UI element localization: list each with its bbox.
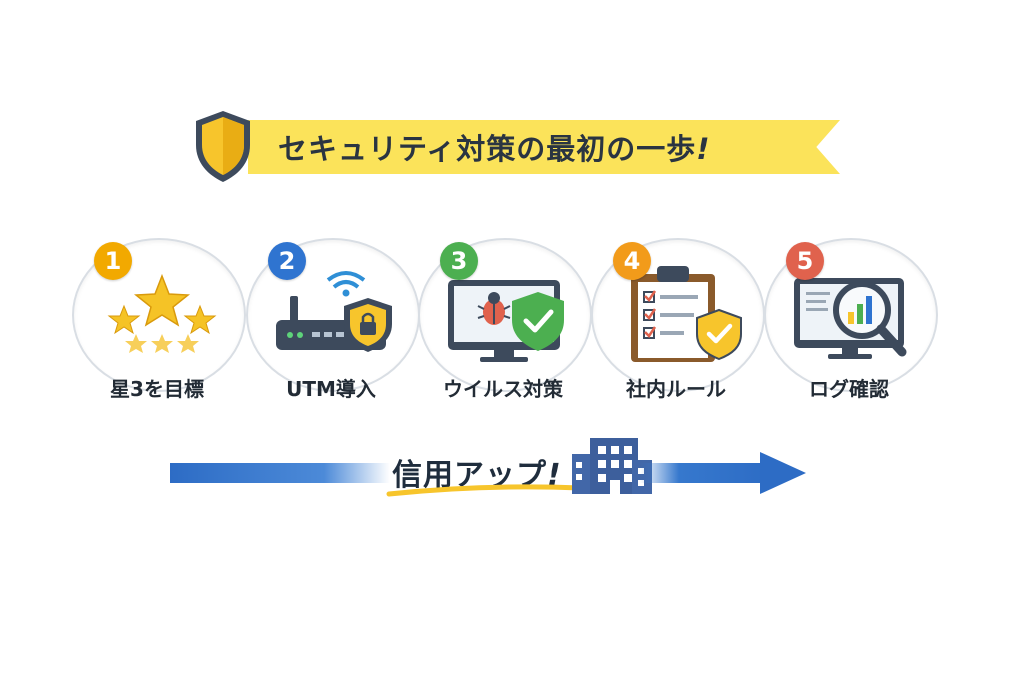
step-label: ログ確認: [809, 377, 889, 401]
step-3: 3 ウイルス対策: [418, 238, 598, 408]
banner-exclaim: !: [696, 132, 711, 166]
monitor-bug-shield-icon: [448, 280, 564, 362]
step-number-badge: 5: [786, 242, 824, 280]
clipboard-checklist-icon: [631, 266, 742, 362]
trust-up-exclaim: !: [547, 458, 562, 493]
step-label: 星3を目標: [110, 377, 204, 401]
arrow-line-right: [640, 463, 770, 483]
arrow-line-left: [170, 463, 390, 483]
step-2: 2 UTM導入: [246, 238, 426, 408]
underline-stroke: [386, 484, 584, 497]
arrow-right-icon: [760, 452, 806, 494]
step-1: 1 星3を目標: [72, 238, 252, 408]
shield-icon: [196, 111, 250, 182]
banner-ribbon: [248, 120, 840, 174]
step-number-badge: 1: [94, 242, 132, 280]
step-number-badge: 3: [440, 242, 478, 280]
step-number-badge: 4: [613, 242, 651, 280]
step-5: 5 ログ確認: [764, 238, 944, 408]
step-label: ウイルス対策: [443, 377, 563, 401]
banner-title-text: セキュリティ対策の最初の一歩: [278, 132, 697, 166]
monitor-magnifier-icon: [794, 278, 907, 359]
step-number-badge: 2: [268, 242, 306, 280]
page-title: セキュリティ対策の最初の一歩!: [278, 129, 711, 169]
step-4: 4 社内ルール: [591, 238, 771, 408]
step-label: UTM導入: [286, 377, 376, 401]
title-banner: セキュリティ対策の最初の一歩!: [190, 105, 840, 187]
building-icon: [572, 438, 652, 494]
router-lock-icon: [276, 271, 392, 352]
stars-icon: [107, 273, 217, 353]
step-label: 社内ルール: [626, 377, 726, 401]
